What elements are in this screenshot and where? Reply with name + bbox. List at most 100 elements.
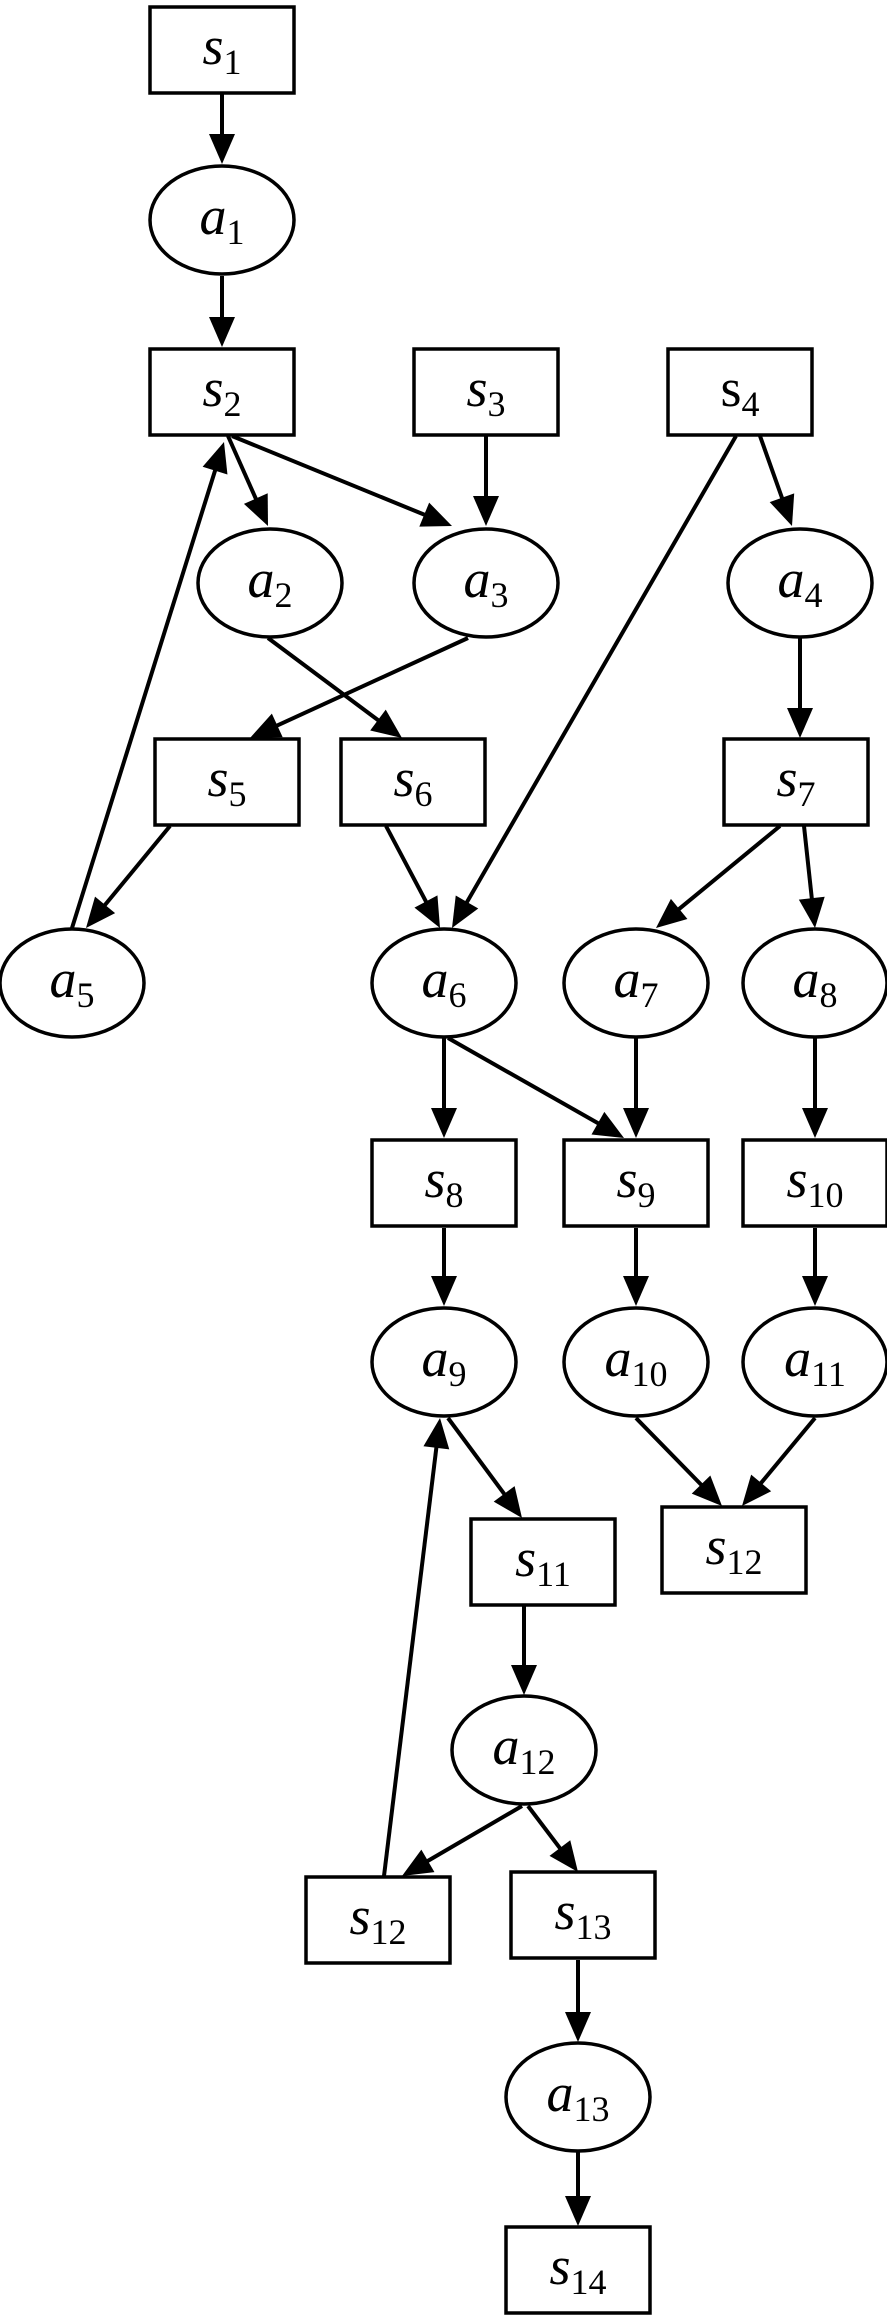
node-label: s4 — [720, 358, 759, 424]
edge-s1-to-a1 — [209, 93, 235, 164]
edges — [70, 93, 828, 2226]
state-node-s1: s1 — [148, 5, 296, 95]
node-label-letter: s — [776, 748, 797, 808]
edge-line — [676, 824, 782, 912]
node-label-letter: s — [549, 2236, 570, 2296]
arrow-head — [623, 1108, 649, 1138]
state-node-s9: s9 — [562, 1138, 710, 1228]
edge-s2-to-a3 — [231, 434, 452, 527]
edge-a7-to-s9 — [623, 1038, 649, 1138]
action-ellipse — [148, 164, 296, 276]
node-label-subscript: 2 — [224, 384, 242, 424]
arrow-head — [370, 709, 402, 738]
node-label: a5 — [50, 949, 95, 1015]
action-ellipse — [370, 927, 518, 1039]
state-node-s6: s6 — [339, 737, 487, 827]
node-label-subscript: 6 — [415, 774, 433, 814]
node-label-letter: a — [793, 949, 820, 1009]
node-label-letter: a — [493, 1716, 520, 1776]
edge-s3-to-a3 — [473, 436, 499, 526]
state-node-s13: s13 — [509, 1870, 657, 1960]
arrow-head — [691, 1475, 722, 1506]
edge-a13-to-s14 — [565, 2152, 591, 2226]
node-label-subscript: 6 — [449, 975, 467, 1015]
arrow-head — [414, 895, 440, 928]
action-node-a7: a7 — [562, 927, 710, 1039]
node-label: s14 — [549, 2236, 606, 2302]
state-box — [148, 347, 296, 437]
node-label-letter: s — [466, 358, 487, 418]
state-box — [722, 737, 870, 827]
edge-a8-to-s10 — [802, 1038, 828, 1138]
node-label-subscript: 14 — [571, 2262, 607, 2302]
arrow-head — [798, 896, 825, 928]
node-label-subscript: 5 — [77, 975, 95, 1015]
node-label: a1 — [200, 186, 245, 252]
edge-s4-to-a4 — [758, 435, 795, 526]
node-label-subscript: 4 — [742, 384, 760, 424]
action-node-a3: a3 — [412, 527, 560, 639]
action-ellipse — [726, 527, 874, 639]
edge-line — [231, 434, 427, 518]
edge-line — [464, 435, 738, 905]
arrow-head — [656, 898, 688, 928]
node-label-subscript: 11 — [536, 1554, 571, 1594]
edge-s9-to-a10 — [623, 1228, 649, 1306]
state-box — [509, 1870, 657, 1960]
edge-line — [758, 1416, 817, 1486]
action-node-a10: a10 — [562, 1306, 710, 1418]
node-label-letter: a — [547, 2063, 574, 2123]
arrow-head — [549, 1840, 578, 1872]
edge-a2-to-s6 — [266, 636, 402, 738]
arrow-head — [565, 2196, 591, 2226]
edge-a6-to-s9 — [447, 1036, 624, 1138]
action-ellipse — [562, 927, 710, 1039]
state-box — [304, 1875, 452, 1965]
node-label-subscript: 10 — [632, 1354, 668, 1394]
node-label: s13 — [554, 1881, 611, 1947]
node-label-subscript: 5 — [229, 774, 247, 814]
edge-s12-to-a9 — [382, 1418, 450, 1877]
edge-line — [634, 1416, 704, 1488]
state-node-s14: s14 — [504, 2225, 652, 2315]
state-node-s8: s8 — [370, 1138, 518, 1228]
node-label-subscript: 13 — [576, 1907, 612, 1947]
state-node-s11: s11 — [469, 1517, 617, 1607]
node-label-subscript: 8 — [820, 975, 838, 1015]
node-label: s5 — [207, 748, 246, 814]
edge-a6-to-s8 — [431, 1038, 457, 1138]
arrow-head — [423, 1418, 450, 1450]
state-node-s4: s4 — [666, 347, 814, 437]
arrow-head — [250, 713, 283, 738]
node-label-letter: a — [605, 1328, 632, 1388]
node-label-letter: a — [464, 549, 491, 609]
state-box — [469, 1517, 617, 1607]
action-ellipse — [370, 1306, 518, 1418]
arrow-head — [473, 496, 499, 526]
state-box — [148, 5, 296, 95]
action-ellipse — [0, 927, 146, 1039]
action-node-a12: a12 — [450, 1694, 598, 1806]
node-label: a4 — [778, 549, 823, 615]
node-label-letter: s — [207, 748, 228, 808]
node-label: s11 — [515, 1528, 571, 1594]
state-node-s5: s5 — [153, 737, 301, 827]
node-label: a7 — [614, 949, 659, 1015]
action-node-a13: a13 — [504, 2041, 652, 2153]
state-box — [504, 2225, 652, 2315]
edge-a11-to-s12r — [742, 1416, 817, 1506]
node-label: s1 — [202, 16, 241, 82]
arrow-head — [787, 708, 813, 738]
action-ellipse — [504, 2041, 652, 2153]
arrow-head — [431, 1108, 457, 1138]
arrow-head — [202, 442, 228, 475]
action-node-a9: a9 — [370, 1306, 518, 1418]
node-label: a10 — [605, 1328, 668, 1394]
node-label-letter: a — [50, 949, 77, 1009]
action-ellipse — [741, 927, 887, 1039]
edge-line — [70, 468, 218, 929]
action-node-a8: a8 — [741, 927, 887, 1039]
edge-s6-to-a6 — [384, 825, 440, 928]
arrow-head — [493, 1486, 522, 1518]
state-node-s2: s2 — [148, 347, 296, 437]
